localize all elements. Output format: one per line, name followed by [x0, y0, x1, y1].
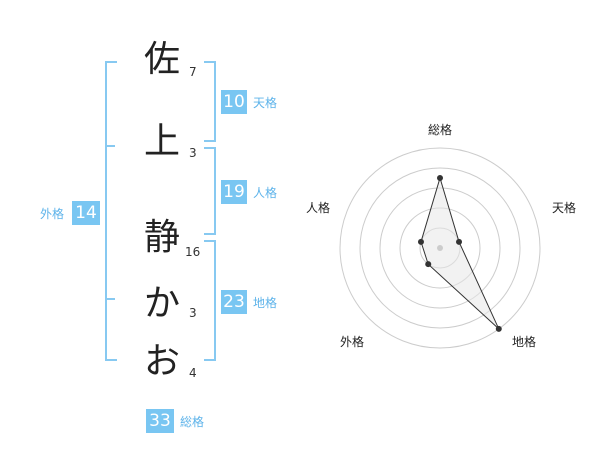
radar-ring-5 [339, 147, 541, 349]
jinkaku-bracket [204, 147, 216, 235]
stroke-count-4: 3 [189, 306, 197, 320]
stroke-count-2: 3 [189, 146, 197, 160]
gaikaku-bracket-tick-upper [107, 145, 115, 147]
name-char-1: 佐 [143, 39, 180, 80]
radar-point-1 [437, 175, 443, 181]
radar-ring-4 [359, 167, 521, 329]
gaikaku-badge: 14 [72, 201, 100, 225]
name-char-4: か [143, 283, 180, 324]
soukaku-badge: 33 [146, 409, 174, 433]
radar-point-2 [456, 238, 463, 245]
name-char-5: お [143, 341, 180, 382]
soukaku-label: 総格 [180, 415, 205, 429]
gaikaku-label: 外格 [40, 207, 65, 221]
jinkaku-label: 人格 [253, 186, 278, 200]
radar-point-3 [495, 325, 502, 332]
jinkaku-badge: 19 [221, 180, 247, 204]
tenkaku-bracket [204, 61, 216, 142]
radar-label-chikaku: 地格 [512, 334, 536, 349]
radar-label-jinkaku: 人格 [306, 200, 330, 215]
stroke-count-1: 7 [189, 65, 197, 79]
gaikaku-bracket-tick-lower [107, 298, 115, 300]
tenkaku-label: 天格 [253, 96, 278, 110]
gaikaku-bracket [105, 61, 117, 361]
radar-polygon [420, 176, 500, 330]
radar-label-soukaku: 総格 [428, 122, 452, 137]
radar-label-gaikaku: 外格 [340, 334, 364, 349]
radar-point-5 [417, 238, 424, 245]
chikaku-bracket [204, 240, 216, 361]
tenkaku-badge: 10 [221, 90, 247, 114]
radar-label-tenkaku: 天格 [552, 200, 576, 215]
name-char-3: 静 [143, 217, 180, 258]
chikaku-label: 地格 [253, 296, 278, 310]
stroke-count-5: 4 [189, 366, 197, 380]
name-char-2: 上 [143, 121, 180, 162]
radar-point-4 [425, 261, 432, 268]
radar-center-dot [437, 245, 443, 251]
stroke-count-3: 16 [185, 245, 201, 259]
chikaku-badge: 23 [221, 290, 247, 314]
